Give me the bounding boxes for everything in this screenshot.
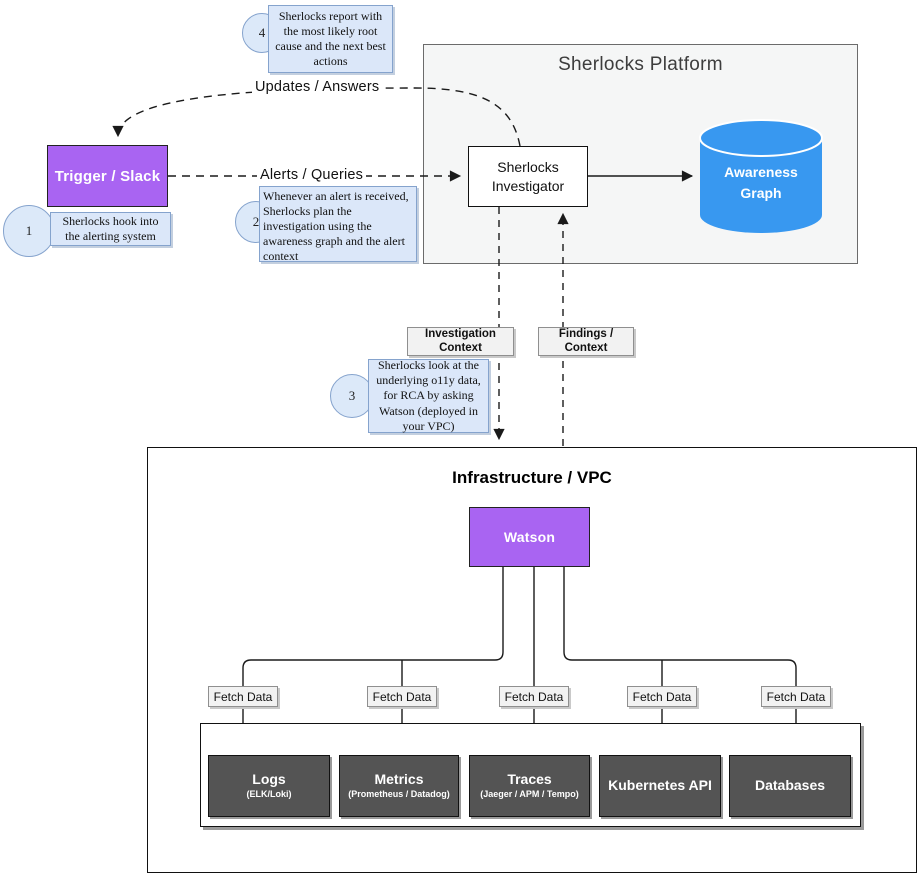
awareness-graph-node: Awareness Graph [705,155,817,210]
databases-label: Databases [754,777,826,794]
note-4: Sherlocks report with the most likely ro… [268,5,393,73]
edge-watson-right-branch [563,567,797,686]
traces-sublabel: (Jaeger / APM / Tempo) [480,789,579,800]
metrics-sublabel: (Prometheus / Datadog) [348,789,450,800]
investigation-context-label: Investigation Context [407,327,514,356]
watson-node: Watson [469,507,590,567]
logs-node: Logs (ELK/Loki) [208,755,330,817]
logs-label: Logs [252,770,286,787]
note-1-badge: 1 [3,205,55,257]
note-3: Sherlocks look at the underlying o11y da… [368,358,489,433]
updates-answers-label: Updates / Answers [252,79,383,95]
sherlocks-investigator-label: Sherlocks Investigator [491,158,565,194]
fetch-data-label-2: Fetch Data [367,686,437,707]
kubernetes-api-node: Kubernetes API [599,755,721,817]
kubernetes-api-label: Kubernetes API [608,777,712,794]
fetch-data-label-4: Fetch Data [627,686,697,707]
sherlocks-investigator-node: Sherlocks Investigator [468,146,588,207]
traces-label: Traces [507,770,552,787]
logs-sublabel: (ELK/Loki) [246,789,292,800]
trigger-slack-label: Trigger / Slack [54,167,161,185]
note-1: Sherlocks hook into the alerting system [50,212,171,246]
platform-title: Sherlocks Platform [558,54,723,75]
trigger-slack-node: Trigger / Slack [47,145,168,207]
alerts-queries-label: Alerts / Queries [257,167,367,183]
watson-label: Watson [503,529,556,545]
fetch-data-label-3: Fetch Data [499,686,569,707]
edge-updates-answers [112,87,521,147]
database-cylinder-icon [699,119,823,233]
findings-context-label: Findings / Context [538,327,634,356]
fetch-data-label-5: Fetch Data [761,686,831,707]
note-2: Whenever an alert is received, Sherlocks… [259,186,417,263]
fetch-data-label-1: Fetch Data [208,686,278,707]
awareness-graph-label: Awareness Graph [724,164,798,201]
infrastructure-title: Infrastructure / VPC [452,468,612,487]
note-3-badge: 3 [330,374,374,418]
traces-node: Traces (Jaeger / APM / Tempo) [469,755,590,817]
metrics-label: Metrics [374,770,424,787]
edge-watson-left-branch [242,567,504,686]
metrics-node: Metrics (Prometheus / Datadog) [339,755,459,817]
databases-node: Databases [729,755,851,817]
